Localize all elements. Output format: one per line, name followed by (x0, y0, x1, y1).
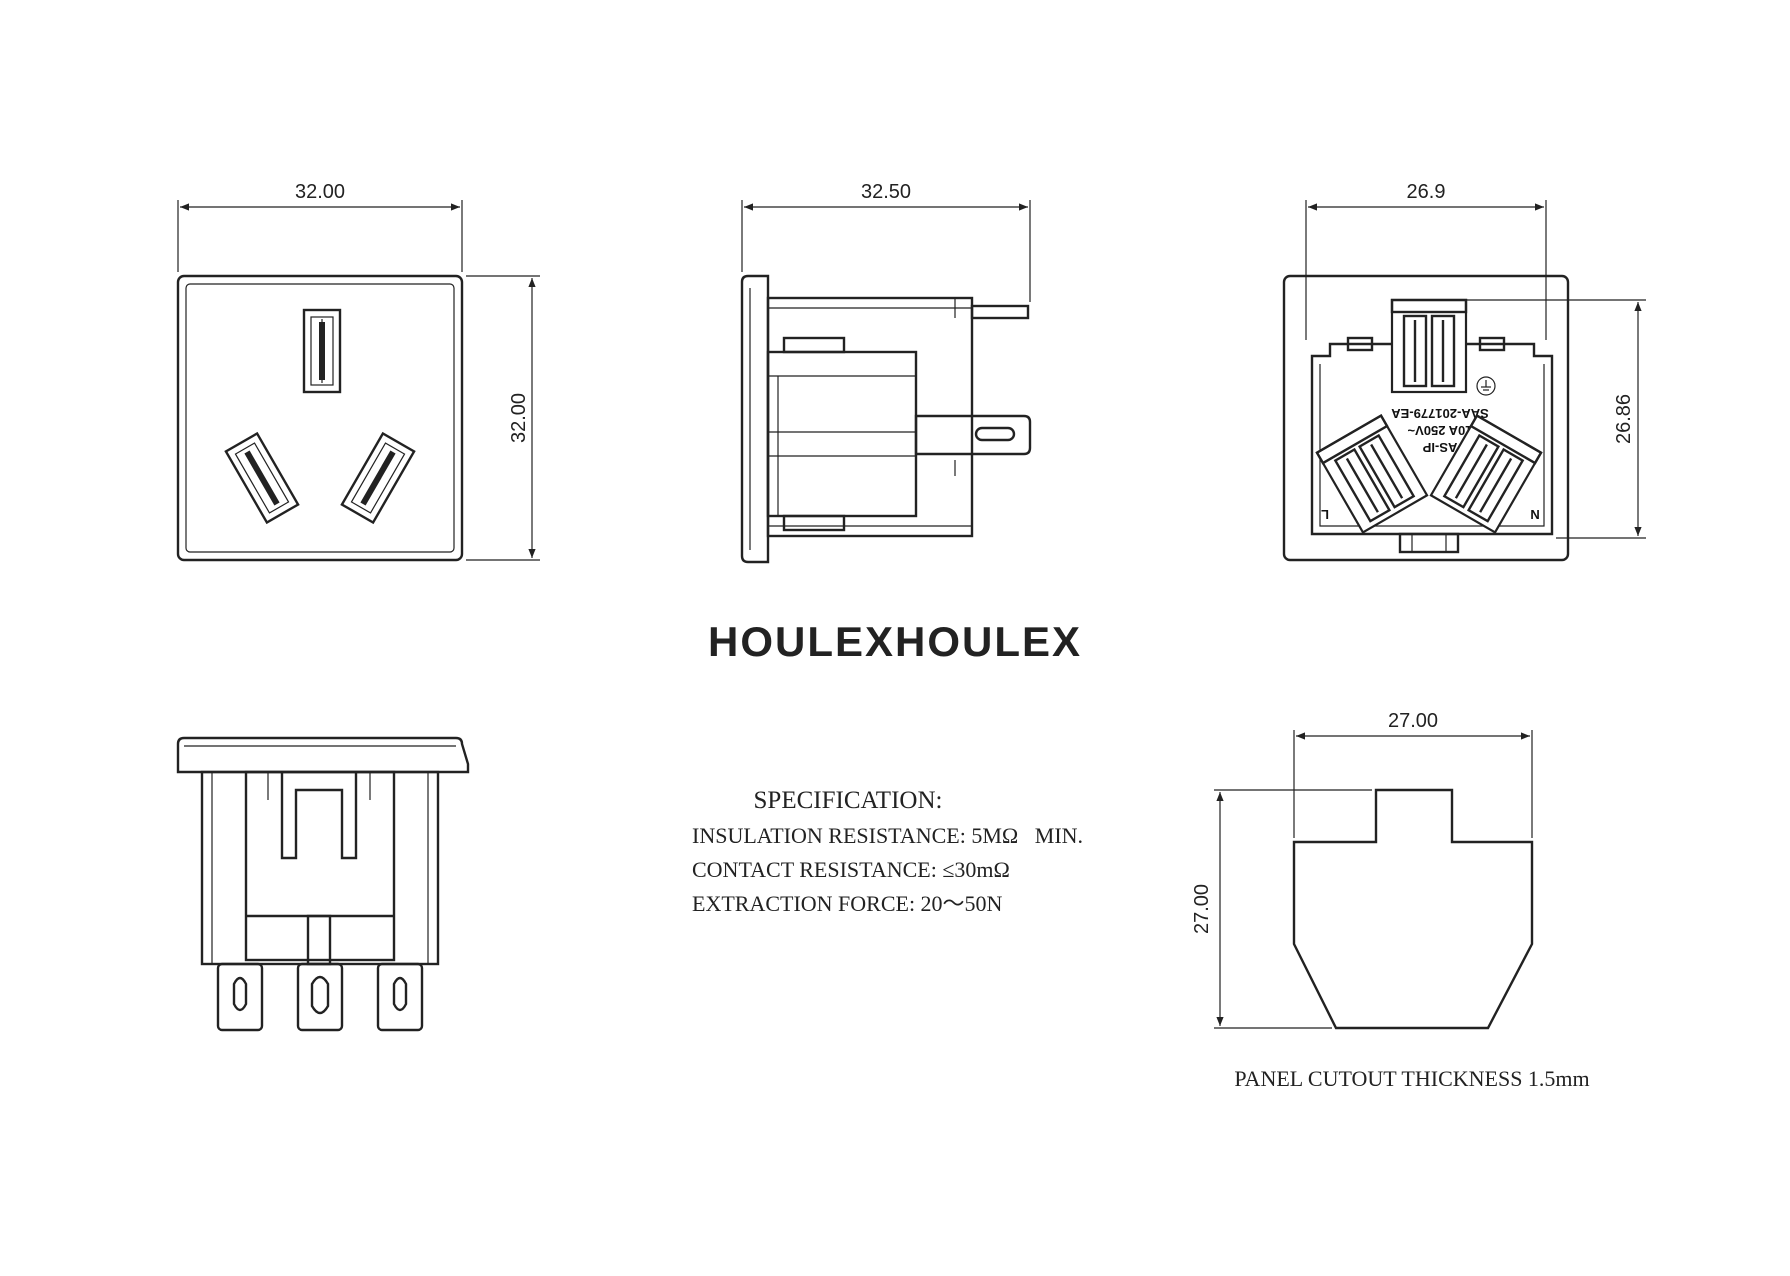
bottom-pin-left (216, 962, 264, 1032)
panel-cutout-view: 27.00 27.00 PANEL CUTOUT THICKNESS 1.5mm (1191, 710, 1590, 1091)
side-view: 32.50 (740, 181, 1032, 564)
bottom-pin-right (376, 962, 424, 1032)
rear-live-terminal (1315, 414, 1429, 534)
bottom-pin-middle (296, 962, 344, 1032)
bottom-flange (176, 736, 470, 774)
spec-line-2: CONTACT RESISTANCE: ≤30mΩ (692, 857, 1010, 882)
earth-slot (302, 308, 342, 394)
front-width-label: 32.00 (295, 181, 345, 203)
bottom-view (176, 736, 470, 1032)
rating-line-3: SAA-201779-EA (1391, 406, 1489, 421)
side-middle-pin (914, 414, 1032, 456)
rear-width-dimension: 26.9 (1305, 181, 1547, 340)
front-width-dimension: 32.00 (177, 181, 463, 272)
rear-height-dimension: 26.86 (1466, 299, 1646, 539)
rear-view: AS-IP 10A 250V~ SAA-201779-EA L N (1282, 181, 1646, 562)
live-slot (224, 431, 300, 525)
cutout-height-dimension: 27.00 (1191, 789, 1372, 1029)
rear-height-label: 26.86 (1613, 394, 1635, 444)
side-top-pin (970, 304, 1030, 320)
spec-title: SPECIFICATION: (754, 787, 943, 814)
front-face-outer (176, 274, 464, 562)
panel-cutout-shape (1292, 788, 1534, 1030)
bottom-body (200, 770, 440, 966)
cutout-width-dimension: 27.00 (1293, 710, 1533, 838)
specification-block: SPECIFICATION: INSULATION RESISTANCE: 5M… (692, 787, 1083, 916)
front-face-inner (185, 283, 455, 553)
spec-line-3: EXTRACTION FORCE: 20～50N (692, 891, 1003, 916)
neutral-slot (340, 431, 416, 525)
rating-line-1: AS-IP (1422, 440, 1457, 455)
rear-neutral-terminal (1429, 414, 1543, 534)
cutout-width-label: 27.00 (1388, 710, 1438, 732)
rear-earth-terminal (1390, 298, 1468, 394)
side-width-label: 32.50 (861, 181, 911, 203)
earth-symbol (1476, 376, 1496, 396)
front-view: 32.00 32.00 (176, 181, 540, 562)
side-flange (740, 274, 770, 564)
rear-width-label: 26.9 (1407, 181, 1446, 203)
front-height-label: 32.00 (508, 393, 530, 443)
cutout-note: PANEL CUTOUT THICKNESS 1.5mm (1234, 1066, 1589, 1091)
terminal-l-label: L (1321, 507, 1329, 522)
watermark: HOULEXHOULEX (708, 618, 1082, 665)
spec-line-1: INSULATION RESISTANCE: 5MΩ MIN. (692, 823, 1083, 848)
rating-line-2: 10A 250V~ (1407, 423, 1472, 438)
terminal-n-label: N (1530, 507, 1539, 522)
cutout-height-label: 27.00 (1191, 884, 1213, 934)
front-height-dimension: 32.00 (466, 275, 540, 561)
side-width-dimension: 32.50 (741, 181, 1031, 302)
rear-flange (1282, 274, 1570, 562)
rating-label: AS-IP 10A 250V~ SAA-201779-EA (1391, 406, 1489, 455)
